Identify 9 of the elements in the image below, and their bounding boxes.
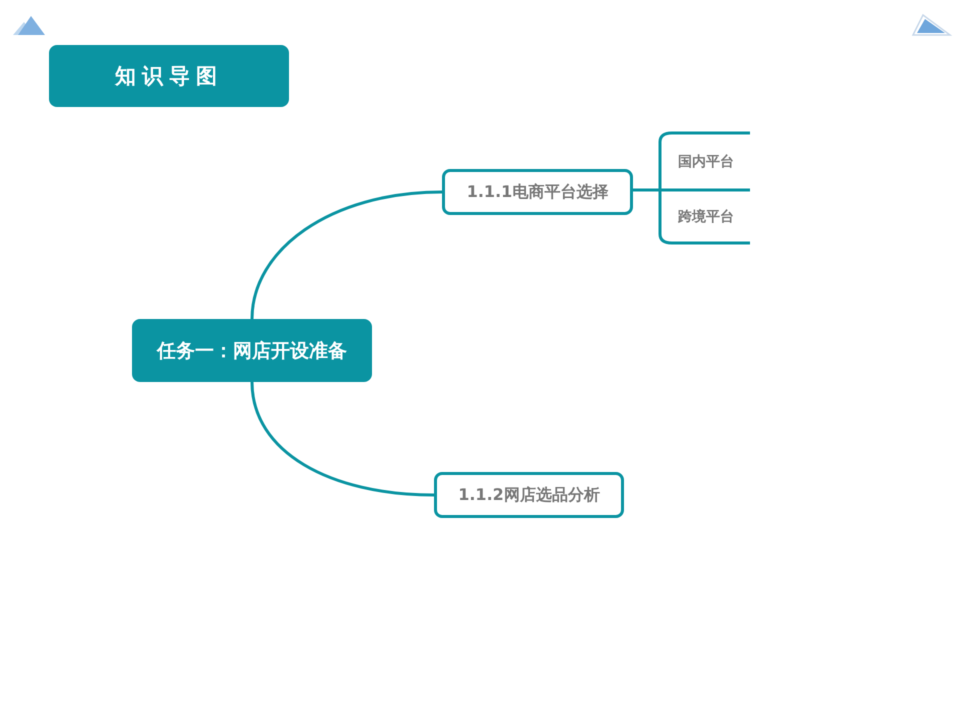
root-topic-box: 任务一：网店开设准备 (132, 319, 372, 382)
connector-line (633, 188, 750, 244)
subtopic-label: 国内平台 (662, 136, 750, 188)
title-banner: 知识导图 (49, 45, 289, 107)
topic-box: 1.1.1电商平台选择 (442, 169, 633, 215)
connector-line (250, 190, 442, 320)
subtopic-label: 跨境平台 (662, 192, 750, 241)
connector-line (250, 382, 434, 496)
topic-box: 1.1.2网店选品分析 (434, 472, 624, 518)
